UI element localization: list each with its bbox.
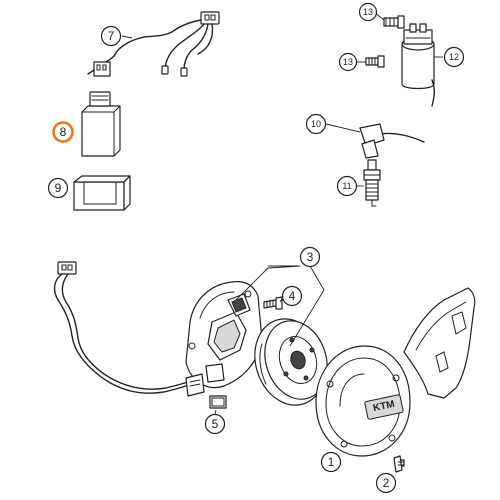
cover-logo-text: KTM <box>372 399 395 414</box>
callout-11-label: 11 <box>342 181 351 191</box>
callout-10[interactable]: 10 <box>305 113 327 135</box>
callout-10-label: 10 <box>311 119 321 129</box>
callout-11[interactable]: 11 <box>336 175 358 197</box>
callout-5[interactable]: 5 <box>204 413 226 435</box>
callout-8[interactable]: 8 <box>52 121 74 143</box>
callout-5-label: 5 <box>212 417 219 431</box>
callout-13-middle-label: 13 <box>343 57 353 67</box>
callout-2-label: 2 <box>383 476 390 490</box>
wiring-harness-part-7 <box>87 11 220 77</box>
stator-plate <box>185 281 263 397</box>
callout-9-label: 9 <box>55 181 62 195</box>
leader-lines <box>121 11 443 415</box>
screw-part-2 <box>393 455 405 473</box>
spark-plug-cap-part-10 <box>359 123 425 159</box>
callout-1-label: 1 <box>328 455 335 469</box>
callout-7-label: 7 <box>108 29 115 43</box>
callout-2[interactable]: 2 <box>375 472 397 494</box>
callout-8-label: 8 <box>60 125 67 139</box>
callout-3[interactable]: 3 <box>299 246 321 268</box>
stator-wire-loop <box>53 261 189 394</box>
callout-9[interactable]: 9 <box>47 177 69 199</box>
rubber-holder-part-9 <box>73 175 131 211</box>
callout-13-top[interactable]: 13 <box>358 2 378 22</box>
ignition-coil-part-12 <box>401 23 435 107</box>
ignition-cover-part-1: KTM <box>315 345 411 457</box>
callout-7[interactable]: 7 <box>100 25 122 47</box>
callout-12[interactable]: 12 <box>443 46 465 68</box>
callout-3-label: 3 <box>307 250 314 264</box>
pickup-part-5 <box>205 363 227 409</box>
callout-13-top-label: 13 <box>363 7 373 17</box>
callout-12-label: 12 <box>449 52 459 62</box>
flywheel-rotor-part-3 <box>254 318 328 406</box>
callout-4[interactable]: 4 <box>281 285 303 307</box>
screw-part-13-a <box>383 15 405 29</box>
cdi-unit-part-8[interactable] <box>81 91 121 157</box>
screw-part-4 <box>263 296 283 310</box>
spark-plug-part-11 <box>363 159 381 207</box>
outer-cover-panel <box>403 287 476 399</box>
screw-part-13-b <box>365 55 385 68</box>
callout-4-label: 4 <box>289 289 296 303</box>
callout-1[interactable]: 1 <box>320 451 342 473</box>
callout-13-middle[interactable]: 13 <box>338 52 358 72</box>
